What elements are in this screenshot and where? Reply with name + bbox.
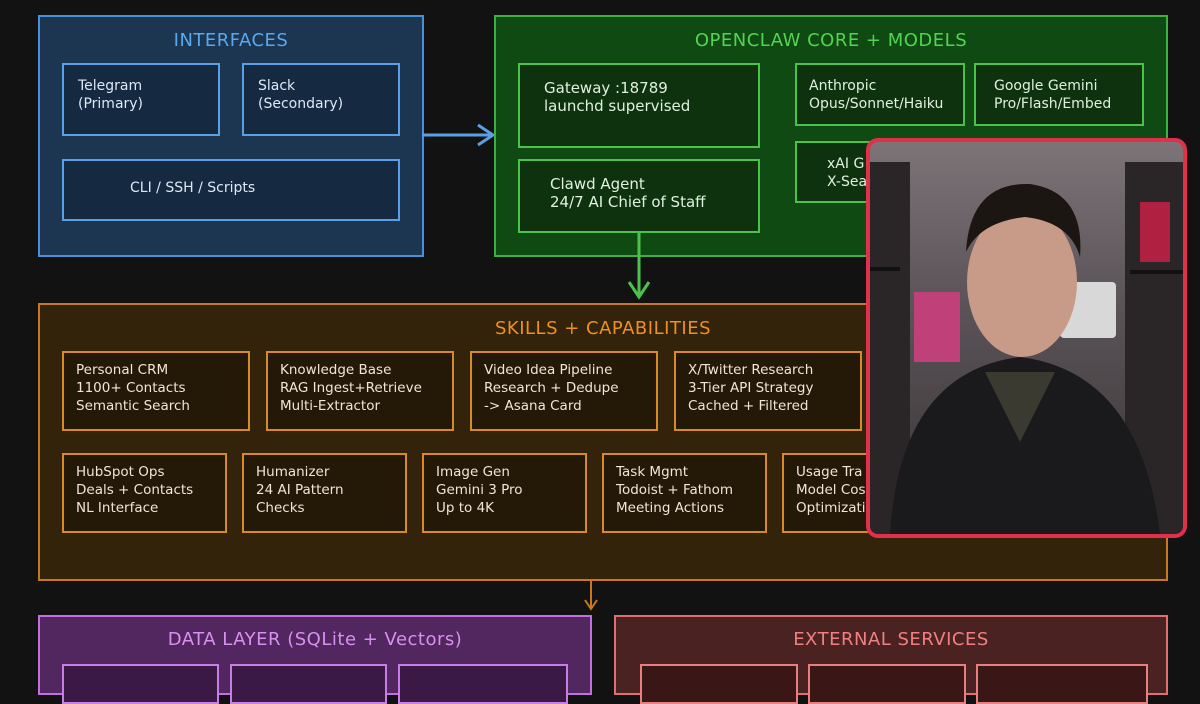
- skill-hubspot-ops[interactable]: HubSpot Ops Deals + Contacts NL Interfac…: [62, 453, 227, 533]
- external-services-group: EXTERNAL SERVICES: [614, 615, 1168, 704]
- data-layer-title: DATA LAYER (SQLite + Vectors): [167, 629, 463, 650]
- gemini-node[interactable]: Google Gemini Pro/Flash/Embed: [974, 63, 1144, 126]
- skills-title: SKILLS + CAPABILITIES: [494, 318, 712, 339]
- webcam-overlay: [866, 138, 1187, 538]
- presenter-video: [870, 162, 1183, 534]
- anthropic-node[interactable]: Anthropic Opus/Sonnet/Haiku: [795, 63, 965, 126]
- external-node-1[interactable]: [640, 664, 798, 704]
- skill-video-idea-pipeline[interactable]: Video Idea Pipeline Research + Dedupe ->…: [470, 351, 658, 431]
- external-node-3[interactable]: [976, 664, 1148, 704]
- skill-x-twitter-research[interactable]: X/Twitter Research 3-Tier API Strategy C…: [674, 351, 862, 431]
- skills-group: SKILLS + CAPABILITIES Personal CRM 1100+…: [38, 303, 1168, 581]
- interfaces-group: INTERFACES Telegram (Primary) Slack (Sec…: [38, 15, 424, 257]
- skill-personal-crm[interactable]: Personal CRM 1100+ Contacts Semantic Sea…: [62, 351, 250, 431]
- data-node-2[interactable]: [230, 664, 387, 704]
- arrow-core-to-skills: [627, 232, 651, 300]
- slack-node[interactable]: Slack (Secondary): [242, 63, 400, 136]
- cli-node[interactable]: CLI / SSH / Scripts: [62, 159, 400, 221]
- interfaces-title: INTERFACES: [173, 30, 289, 51]
- arrow-interfaces-to-core: [422, 123, 496, 147]
- core-title: OPENCLAW CORE + MODELS: [694, 30, 968, 51]
- telegram-node[interactable]: Telegram (Primary): [62, 63, 220, 136]
- gateway-node[interactable]: Gateway :18789 launchd supervised: [518, 63, 760, 148]
- arrow-skills-to-data: [584, 580, 598, 611]
- external-node-2[interactable]: [808, 664, 966, 704]
- skill-task-mgmt[interactable]: Task Mgmt Todoist + Fathom Meeting Actio…: [602, 453, 767, 533]
- data-node-3[interactable]: [398, 664, 568, 704]
- data-layer-group: DATA LAYER (SQLite + Vectors): [38, 615, 592, 704]
- data-node-1[interactable]: [62, 664, 219, 704]
- external-services-title: EXTERNAL SERVICES: [793, 629, 989, 650]
- clawd-agent-node[interactable]: Clawd Agent 24/7 AI Chief of Staff: [518, 159, 760, 233]
- skill-image-gen[interactable]: Image Gen Gemini 3 Pro Up to 4K: [422, 453, 587, 533]
- skill-humanizer[interactable]: Humanizer 24 AI Pattern Checks: [242, 453, 407, 533]
- skill-knowledge-base[interactable]: Knowledge Base RAG Ingest+Retrieve Multi…: [266, 351, 454, 431]
